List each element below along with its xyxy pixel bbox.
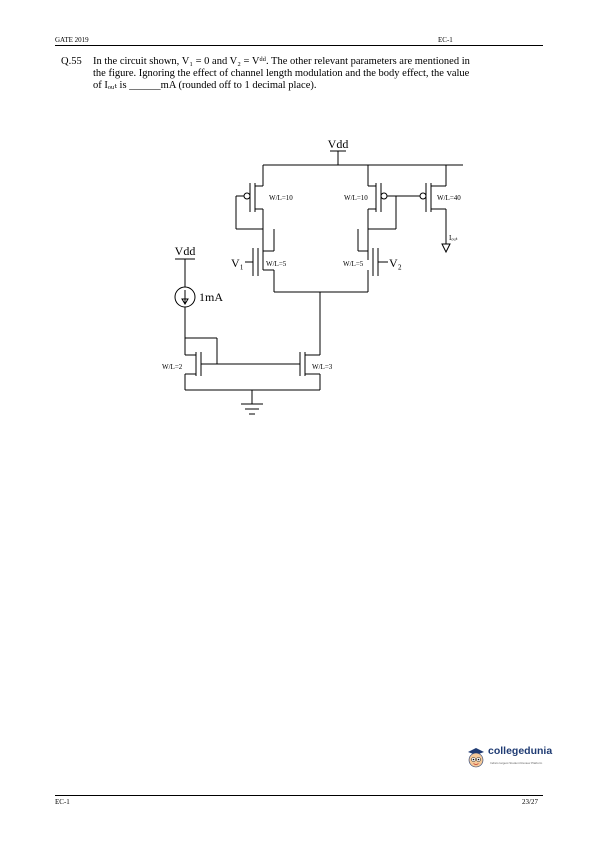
footer-code: EC-1: [55, 798, 70, 806]
pmos-right: W/L=10: [344, 165, 397, 260]
pmos-left-wl: W/L=10: [269, 194, 293, 202]
question-number: Q.55: [61, 56, 82, 67]
collegedunia-logo: collegedunia India's largest Student Rev…: [466, 744, 561, 774]
pmos-output-wl: W/L=40: [437, 194, 461, 202]
question-line-3: of Iₒᵤₜ is ______mA (rounded off to 1 de…: [93, 80, 317, 91]
vdd-top-label: Vdd: [328, 137, 349, 151]
vdd-left-label: Vdd: [175, 244, 196, 258]
nmos-reference: W/L=2: [162, 337, 218, 390]
watermark-tagline: India's largest Student Review Platform: [490, 761, 543, 765]
question-text: In the circuit shown, V₁ = 0 and V₂ = Vᵈ…: [93, 56, 543, 92]
pmos-output: W/L=40: [396, 164, 463, 254]
current-source: [174, 286, 196, 308]
nmos-tail: W/L=3: [217, 352, 333, 390]
v2-label: V₂: [389, 256, 402, 270]
pmos-right-wl: W/L=10: [344, 194, 368, 202]
nmos-right-wl: W/L=5: [343, 260, 364, 268]
question-line-1: In the circuit shown, V₁ = 0 and V₂ = Vᵈ…: [93, 56, 470, 67]
nmos-right: W/L=5: [343, 229, 388, 292]
nmos-tail-wl: W/L=3: [312, 363, 333, 371]
page-number: 23/27: [522, 798, 538, 806]
nmos-reference-wl: W/L=2: [162, 363, 183, 371]
mascot-icon: [468, 748, 484, 768]
pmos-left: W/L=10: [235, 165, 293, 260]
exam-title: GATE 2019: [55, 36, 89, 44]
watermark-brand: collegedunia: [488, 745, 553, 757]
iout-label: Iₒᵤₜ: [449, 234, 458, 242]
ground-symbol: [241, 390, 263, 415]
paper-code: EC-1: [438, 36, 453, 44]
footer-rule: [55, 795, 543, 796]
nmos-left-wl: W/L=5: [266, 260, 287, 268]
header-rule: [55, 45, 543, 46]
question-line-2: the figure. Ignoring the effect of chann…: [93, 68, 470, 79]
v1-label: V₁: [231, 256, 244, 270]
nmos-left: W/L=5: [245, 229, 287, 292]
current-source-label: 1mA: [199, 290, 223, 304]
